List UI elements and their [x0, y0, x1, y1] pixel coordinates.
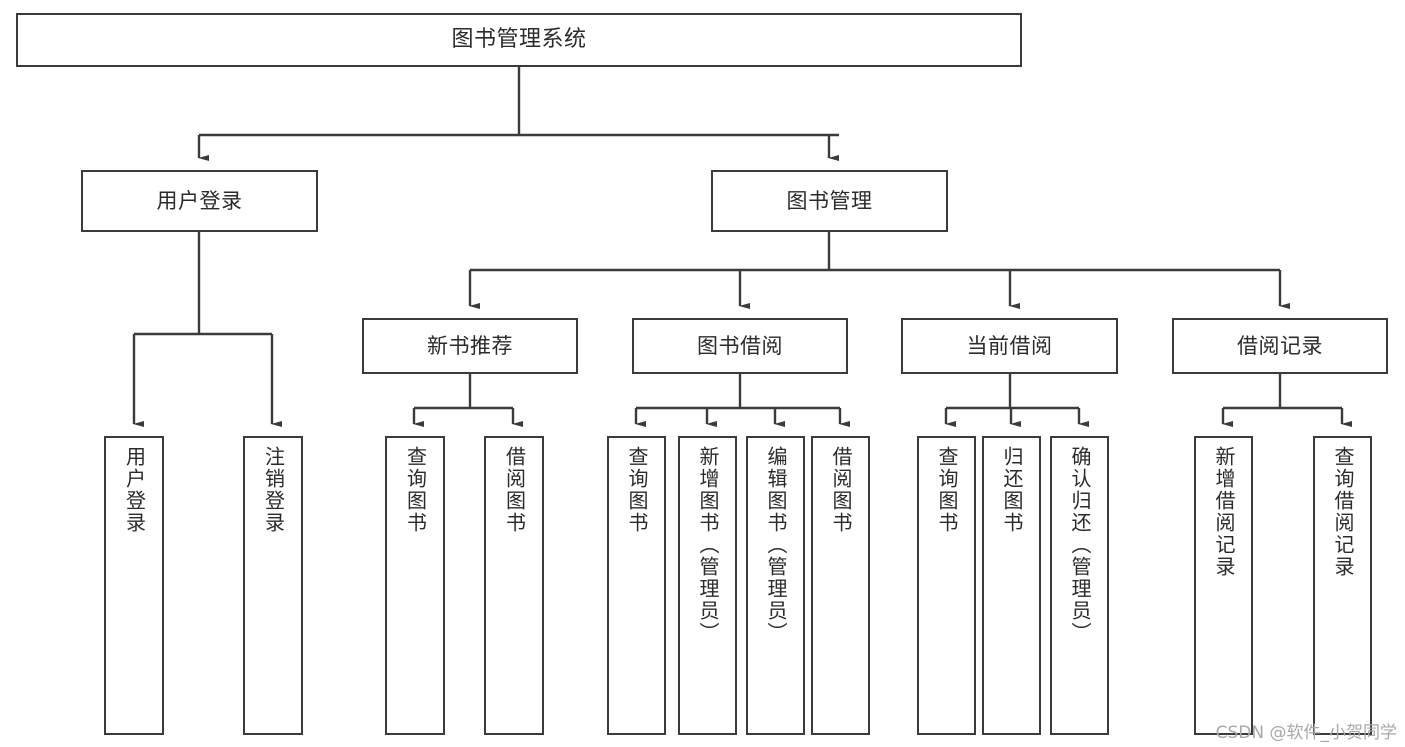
leaf-query-book-recommendation[interactable]: 查询图书	[385, 436, 445, 735]
leaf-borrow-book[interactable]: 借阅图书	[811, 436, 870, 735]
node-book-management[interactable]: 图书管理	[711, 170, 948, 232]
csdn-watermark: CSDN @软件_小贺同学	[1215, 723, 1397, 743]
node-label: 图书借阅	[697, 333, 783, 358]
node-label: 查询图书	[403, 446, 428, 534]
leaf-query-borrow-record[interactable]: 查询借阅记录	[1313, 436, 1372, 735]
node-label: 查询借阅记录	[1331, 446, 1355, 578]
leaf-add-book-admin[interactable]: 新增图书（管理员）	[678, 436, 737, 735]
node-label: 借阅记录	[1237, 333, 1323, 358]
node-label: 用户登录	[122, 446, 147, 534]
node-new-book-recommendation[interactable]: 新书推荐	[362, 318, 578, 374]
leaf-logout[interactable]: 注销登录	[243, 436, 303, 735]
node-label: 借阅图书	[502, 446, 527, 534]
node-label: 用户登录	[156, 188, 243, 213]
node-label: 图书管理系统	[451, 27, 587, 53]
node-current-borrowing[interactable]: 当前借阅	[901, 318, 1118, 374]
node-label: 查询图书	[935, 446, 959, 534]
leaf-add-borrow-record[interactable]: 新增借阅记录	[1194, 436, 1253, 735]
node-label: 新增借阅记录	[1212, 446, 1236, 578]
node-borrowing-record[interactable]: 借阅记录	[1172, 318, 1388, 374]
leaf-confirm-return-admin[interactable]: 确认归还（管理员）	[1050, 436, 1109, 735]
node-label: 图书管理	[786, 188, 873, 213]
leaf-user-login[interactable]: 用户登录	[104, 436, 164, 735]
node-label: 新书推荐	[427, 333, 513, 358]
node-label: 注销登录	[261, 446, 286, 534]
leaf-query-book-borrowing[interactable]: 查询图书	[607, 436, 666, 735]
node-label: 编辑图书（管理员）	[764, 446, 788, 644]
node-label: 借阅图书	[829, 446, 853, 534]
node-book-borrowing[interactable]: 图书借阅	[632, 318, 848, 374]
node-root-book-management-system[interactable]: 图书管理系统	[16, 13, 1022, 67]
leaf-borrow-book-recommendation[interactable]: 借阅图书	[484, 436, 544, 735]
node-label: 查询图书	[625, 446, 649, 534]
node-user-login[interactable]: 用户登录	[81, 170, 318, 232]
node-label: 归还图书	[1000, 446, 1024, 534]
node-label: 确认归还（管理员）	[1068, 446, 1092, 644]
node-label: 新增图书（管理员）	[696, 446, 720, 644]
node-label: 当前借阅	[966, 333, 1053, 358]
leaf-edit-book-admin[interactable]: 编辑图书（管理员）	[746, 436, 805, 735]
leaf-query-book-current[interactable]: 查询图书	[917, 436, 976, 735]
leaf-return-book[interactable]: 归还图书	[982, 436, 1041, 735]
